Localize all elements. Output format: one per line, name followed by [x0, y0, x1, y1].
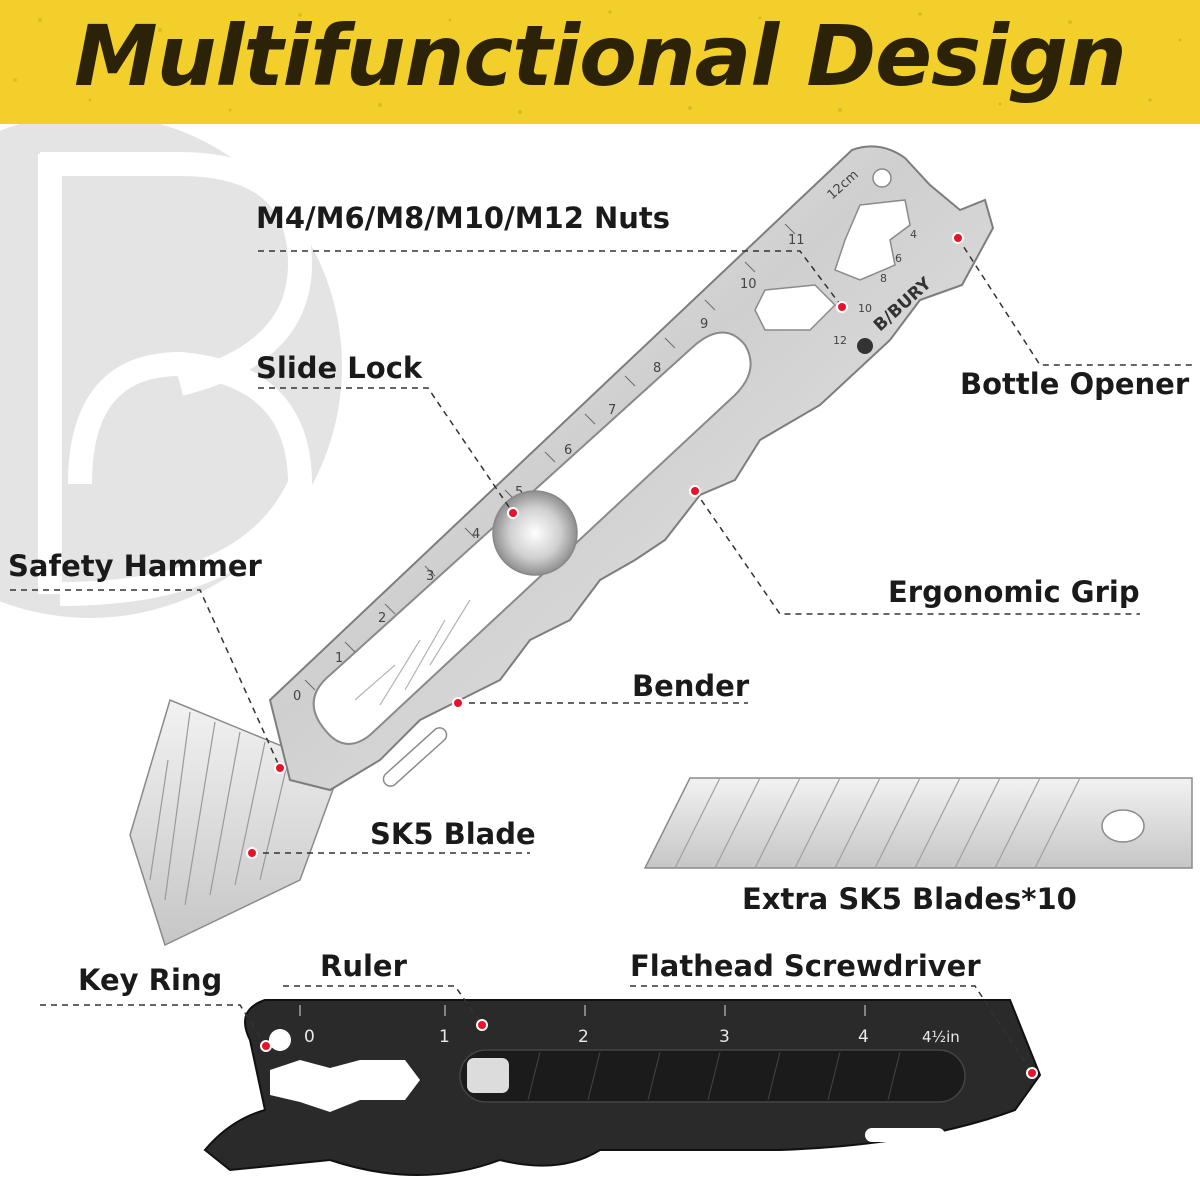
- nut-size: 4: [910, 228, 917, 241]
- ruler-num: 4: [472, 527, 480, 542]
- ruler-num: 2: [378, 611, 386, 626]
- nut-size: 8: [880, 272, 887, 285]
- label-bender: Bender: [632, 669, 750, 703]
- label-bottle-opener: Bottle Opener: [960, 367, 1190, 401]
- nut-size: 10: [858, 302, 872, 315]
- ruler-num: 1: [439, 1027, 450, 1047]
- slide-lock-knob: [492, 490, 578, 576]
- nut-size: 6: [895, 252, 902, 265]
- ruler-num: 2: [578, 1027, 589, 1047]
- ruler-num: 11: [788, 233, 805, 248]
- black-slide-lock: [467, 1058, 509, 1093]
- label-extra-blades: Extra SK5 Blades*10: [742, 882, 1077, 916]
- page-title: Multifunctional Design: [74, 7, 1127, 105]
- ruler-num: 3: [426, 569, 434, 584]
- banner-texture: [13, 10, 1182, 114]
- ruler-unit: 4½in: [922, 1028, 960, 1046]
- ruler-num: 6: [564, 443, 572, 458]
- silver-utility-knife: 0 1 2 3 4 5 6 7 8 9 10 11 12cm 4 6 8 10 …: [268, 145, 995, 792]
- label-ergonomic-grip: Ergonomic Grip: [888, 575, 1140, 609]
- black-utility-knife: 0 1 2 3 4 4½in: [203, 999, 1042, 1176]
- ruler-num: 9: [700, 317, 708, 332]
- label-ruler: Ruler: [320, 949, 407, 983]
- callout-dots: [246, 232, 1038, 1079]
- label-slide-lock: Slide Lock: [256, 351, 423, 385]
- ruler-num: 10: [740, 277, 757, 292]
- label-key-ring: Key Ring: [78, 963, 223, 997]
- ruler-num: 4: [858, 1027, 869, 1047]
- nut-size: 12: [833, 334, 847, 347]
- b-monogram-icon: [0, 124, 342, 618]
- label-safety-hammer: Safety Hammer: [8, 549, 262, 583]
- ruler-num: 0: [304, 1027, 315, 1047]
- extra-blade: [643, 777, 1193, 869]
- ruler-num: 1: [335, 651, 343, 666]
- ruler-num: 5: [515, 485, 523, 500]
- ruler-num: 7: [608, 403, 616, 418]
- callout-lines: [10, 237, 1192, 1074]
- ruler-num: 8: [653, 361, 661, 376]
- label-nuts: M4/M6/M8/M10/M12 Nuts: [256, 201, 671, 235]
- brand-badge-icon: [857, 338, 873, 354]
- ruler-num: 3: [719, 1027, 730, 1047]
- header-banner: Multifunctional Design: [0, 0, 1200, 124]
- label-sk5-blade: SK5 Blade: [370, 817, 536, 851]
- ruler-num: 0: [293, 689, 301, 704]
- label-flathead: Flathead Screwdriver: [630, 949, 981, 983]
